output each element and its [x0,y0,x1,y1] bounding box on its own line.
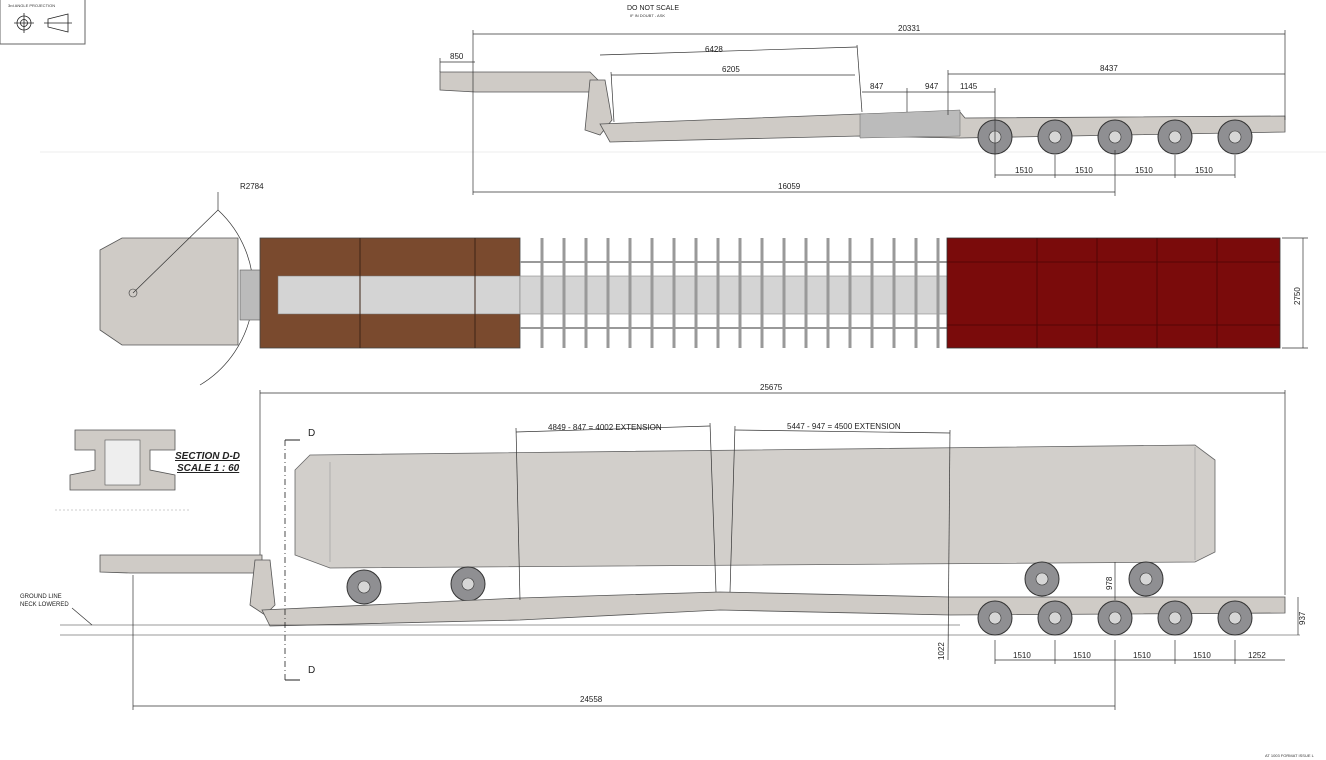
if-in-doubt-note: IF IN DOUBT - ASK [630,13,665,18]
top-wheels [977,119,1253,155]
dim-rear: 8437 [1100,64,1118,73]
section-marker-bottom: D [308,665,315,676]
bottom-side-view: 25675 4849 - 847 = 4002 EXTENSION 5447 -… [20,383,1307,710]
dim-axle-spacing: 1510 [1015,166,1033,175]
load-wheels [346,561,1164,605]
format-note: AT 1003 FORMAT ISSUE L [1265,753,1315,758]
dim-ext1: 847 [870,82,884,91]
do-not-scale-note: DO NOT SCALE [627,5,679,12]
dim-well-upper: 6428 [705,45,723,54]
ground-line-label: GROUND LINE [20,594,62,600]
dim-axle-spacing: 1510 [1075,166,1093,175]
dim-height-low: 1022 [937,642,946,660]
dim-axle-spacing: 1510 [1133,651,1151,660]
dim-overall: 20331 [898,24,921,33]
dim-well-lower: 6205 [722,65,740,74]
dim-axle-offset: 1145 [960,82,978,91]
dim-radius: R2784 [240,182,264,191]
dim-extension1: 4849 - 847 = 4002 EXTENSION [548,423,662,432]
projection-label: 3rd ANGLE PROJECTION [8,3,55,8]
dim-kingpin-to-axle-bottom: 24558 [580,695,603,704]
dim-axle-spacing: 1510 [1193,651,1211,660]
neck-lowered-label: NECK LOWERED [20,602,69,608]
top-side-view: 20331 850 6428 6205 847 947 1145 8437 16… [40,24,1326,196]
dim-axle-spacing: 1510 [1073,651,1091,660]
section-scale: SCALE 1 : 60 [177,463,240,474]
section-marker-top: D [308,428,315,439]
section-title: SECTION D-D [175,451,240,462]
dim-axle-spacing: 1510 [1195,166,1213,175]
dim-neck: 850 [450,52,464,61]
plan-view: R2784 2750 [99,182,1308,386]
dim-height-load: 978 [1105,576,1114,590]
dim-axle-spacing: 1252 [1248,651,1266,660]
projection-symbol-icon [14,13,72,33]
dim-extension2: 5447 - 947 = 4500 EXTENSION [787,422,901,431]
dim-ext2: 947 [925,82,939,91]
dim-height-deck: 937 [1298,611,1307,625]
dim-kingpin-to-axle: 16059 [778,182,801,191]
trailer-wheels [977,600,1253,636]
dim-overall-bottom: 25675 [760,383,783,392]
dim-width: 2750 [1293,287,1302,305]
section-d-d: SECTION D-D SCALE 1 : 60 [55,429,240,511]
dim-axle-spacing: 1510 [1135,166,1153,175]
projection-title-block: 3rd ANGLE PROJECTION [0,0,86,45]
dim-axle-spacing: 1510 [1013,651,1031,660]
